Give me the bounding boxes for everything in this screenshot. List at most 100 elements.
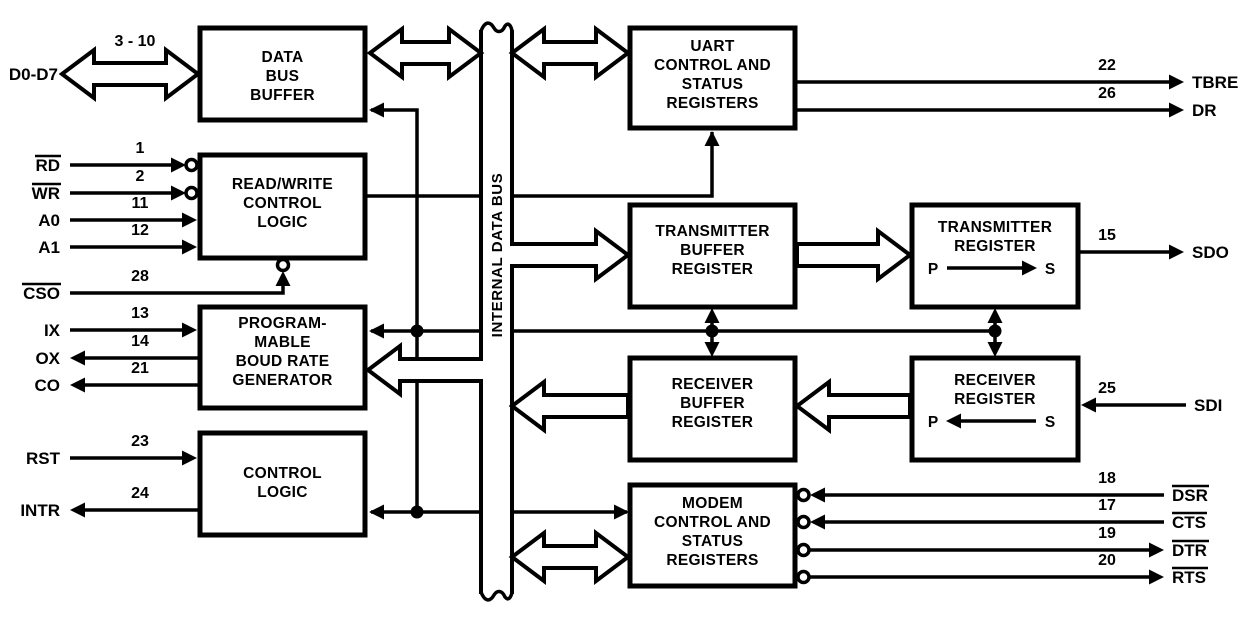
junction-dot-3 [988, 324, 1002, 338]
ix-label: IX [44, 321, 61, 340]
wr-label: WR [32, 184, 60, 203]
tx-buffer-register-label: TRANSMITTER [655, 223, 769, 240]
a1-arrowhead [182, 239, 197, 255]
sdi-pin-number: 25 [1098, 380, 1116, 397]
cso-label: CSO [23, 284, 60, 303]
tbre-label: TBRE [1192, 73, 1238, 92]
rw-control-logic-label: LOGIC [257, 214, 308, 231]
ix-arrowhead [182, 322, 197, 338]
internal-data-bus [479, 21, 514, 602]
data-bus-buffer-label: DATA [262, 49, 304, 66]
ox-arrowhead [70, 350, 85, 366]
rd-invert-bubble [184, 157, 199, 173]
uart-registers-label: REGISTERS [666, 95, 758, 112]
tbre-pin-number: 22 [1098, 57, 1116, 74]
wr-arrowhead [171, 185, 186, 201]
tx-buffer-register-label: REGISTER [672, 261, 754, 278]
data-bus-buffer-label: BUS [266, 68, 300, 85]
cts-arrowhead [810, 514, 825, 530]
cso-line [70, 285, 285, 295]
wr-invert-bubble [184, 185, 199, 201]
modem-control-status-box [627, 482, 798, 589]
uart-bottom-arrowhead [704, 131, 720, 146]
cts-pin-number: 17 [1098, 497, 1116, 514]
dsr-arrowhead [810, 487, 825, 503]
rx-p-label: P [928, 414, 938, 431]
receiver-register-box [909, 355, 1081, 463]
rd-arrowhead [171, 157, 186, 173]
sdi-arrowhead [1081, 397, 1096, 413]
tx-p-label: P [928, 261, 938, 278]
bus-top-break [479, 21, 514, 34]
rxreg-link-down-arrowhead [987, 342, 1003, 357]
cso-pin-number: 28 [131, 268, 149, 285]
bus-baudgen-arrow-fill [368, 346, 488, 394]
dsr-pin-number: 18 [1098, 470, 1116, 487]
cts-invert-bubble [796, 514, 811, 530]
rx-register-label: RECEIVER [954, 372, 1036, 389]
baud-generator-label: GENERATOR [232, 372, 332, 389]
bus-modem-arrow [508, 529, 632, 585]
dtr-pin-number: 19 [1098, 525, 1116, 542]
co-arrowhead [70, 377, 85, 393]
rts-invert-bubble [796, 569, 811, 585]
rx-ps-arrowhead [946, 413, 961, 429]
cso-invert-bubble [275, 257, 291, 273]
co-pin-number: 21 [131, 360, 149, 377]
dsr-label: DSR [1172, 486, 1208, 505]
txbuffer-txreg-arrow [795, 227, 914, 283]
uart-registers-label: CONTROL AND [654, 57, 771, 74]
bus-body [479, 26, 514, 596]
rst-arrowhead [182, 450, 197, 466]
data-bus-buffer-box [197, 25, 368, 123]
ix-pin-number: 13 [131, 305, 149, 322]
a0-arrowhead [182, 212, 197, 228]
d0d7-pin-number: 3 - 10 [115, 33, 156, 50]
transmitter-register-box [909, 202, 1081, 310]
sdo-label: SDO [1192, 243, 1229, 262]
wr-pin-number: 2 [136, 168, 145, 185]
buffer-bus-arrow [366, 25, 485, 81]
rst-pin-number: 23 [131, 433, 149, 450]
blocks [197, 25, 1081, 589]
control-logic-box [197, 430, 368, 538]
sdi-label: SDI [1194, 396, 1222, 415]
left-pin-lines [70, 163, 285, 512]
baud-generator-label: MABLE [254, 334, 311, 351]
tx-register-label: TRANSMITTER [938, 219, 1052, 236]
baud-generator-label: PROGRAM- [238, 315, 327, 332]
a1-label: A1 [38, 238, 60, 257]
dtr-label: DTR [1172, 541, 1207, 560]
rxbuffer-link-down-arrowhead [704, 342, 720, 357]
modem-registers-label: MODEM [682, 495, 743, 512]
junction-dot-2 [705, 324, 719, 338]
tbre-arrowhead [1169, 74, 1184, 90]
baud-rate-generator-box [197, 304, 368, 411]
connectors [70, 74, 1184, 585]
left-pin-labels: D0-D7 3 - 10 RD 1 WR 2 A0 11 A1 12 CSO 2… [9, 33, 156, 520]
tx-ps-arrowhead [1022, 260, 1037, 276]
transmitter-buffer-register-box [627, 202, 798, 310]
rxreg-rxbuffer-arrow [793, 378, 912, 434]
rx-buffer-register-label: RECEIVER [672, 376, 754, 393]
rd-label: RD [35, 156, 60, 175]
modem-registers-label: REGISTERS [666, 552, 758, 569]
rts-arrowhead [1149, 569, 1164, 585]
rts-label: RTS [1172, 568, 1206, 587]
uart-registers-label: STATUS [682, 76, 744, 93]
rw-control-logic-label: CONTROL [243, 195, 322, 212]
hollow-arrows [58, 25, 914, 585]
tx-register-label: REGISTER [954, 238, 1036, 255]
internal-data-bus-label: INTERNAL DATA BUS [489, 173, 506, 338]
buffer-control-vertical-line [371, 108, 419, 512]
bus-uart-arrow [508, 25, 632, 81]
sdo-pin-number: 15 [1098, 227, 1116, 244]
d0d7-label: D0-D7 [9, 65, 58, 84]
bus-txbuffer-arrow-fill [506, 231, 628, 279]
modem-registers-label: CONTROL AND [654, 514, 771, 531]
data-bus-buffer-label: BUFFER [250, 87, 315, 104]
uart-registers-label: UART [690, 38, 734, 55]
modem-left-arrowhead [614, 504, 629, 520]
